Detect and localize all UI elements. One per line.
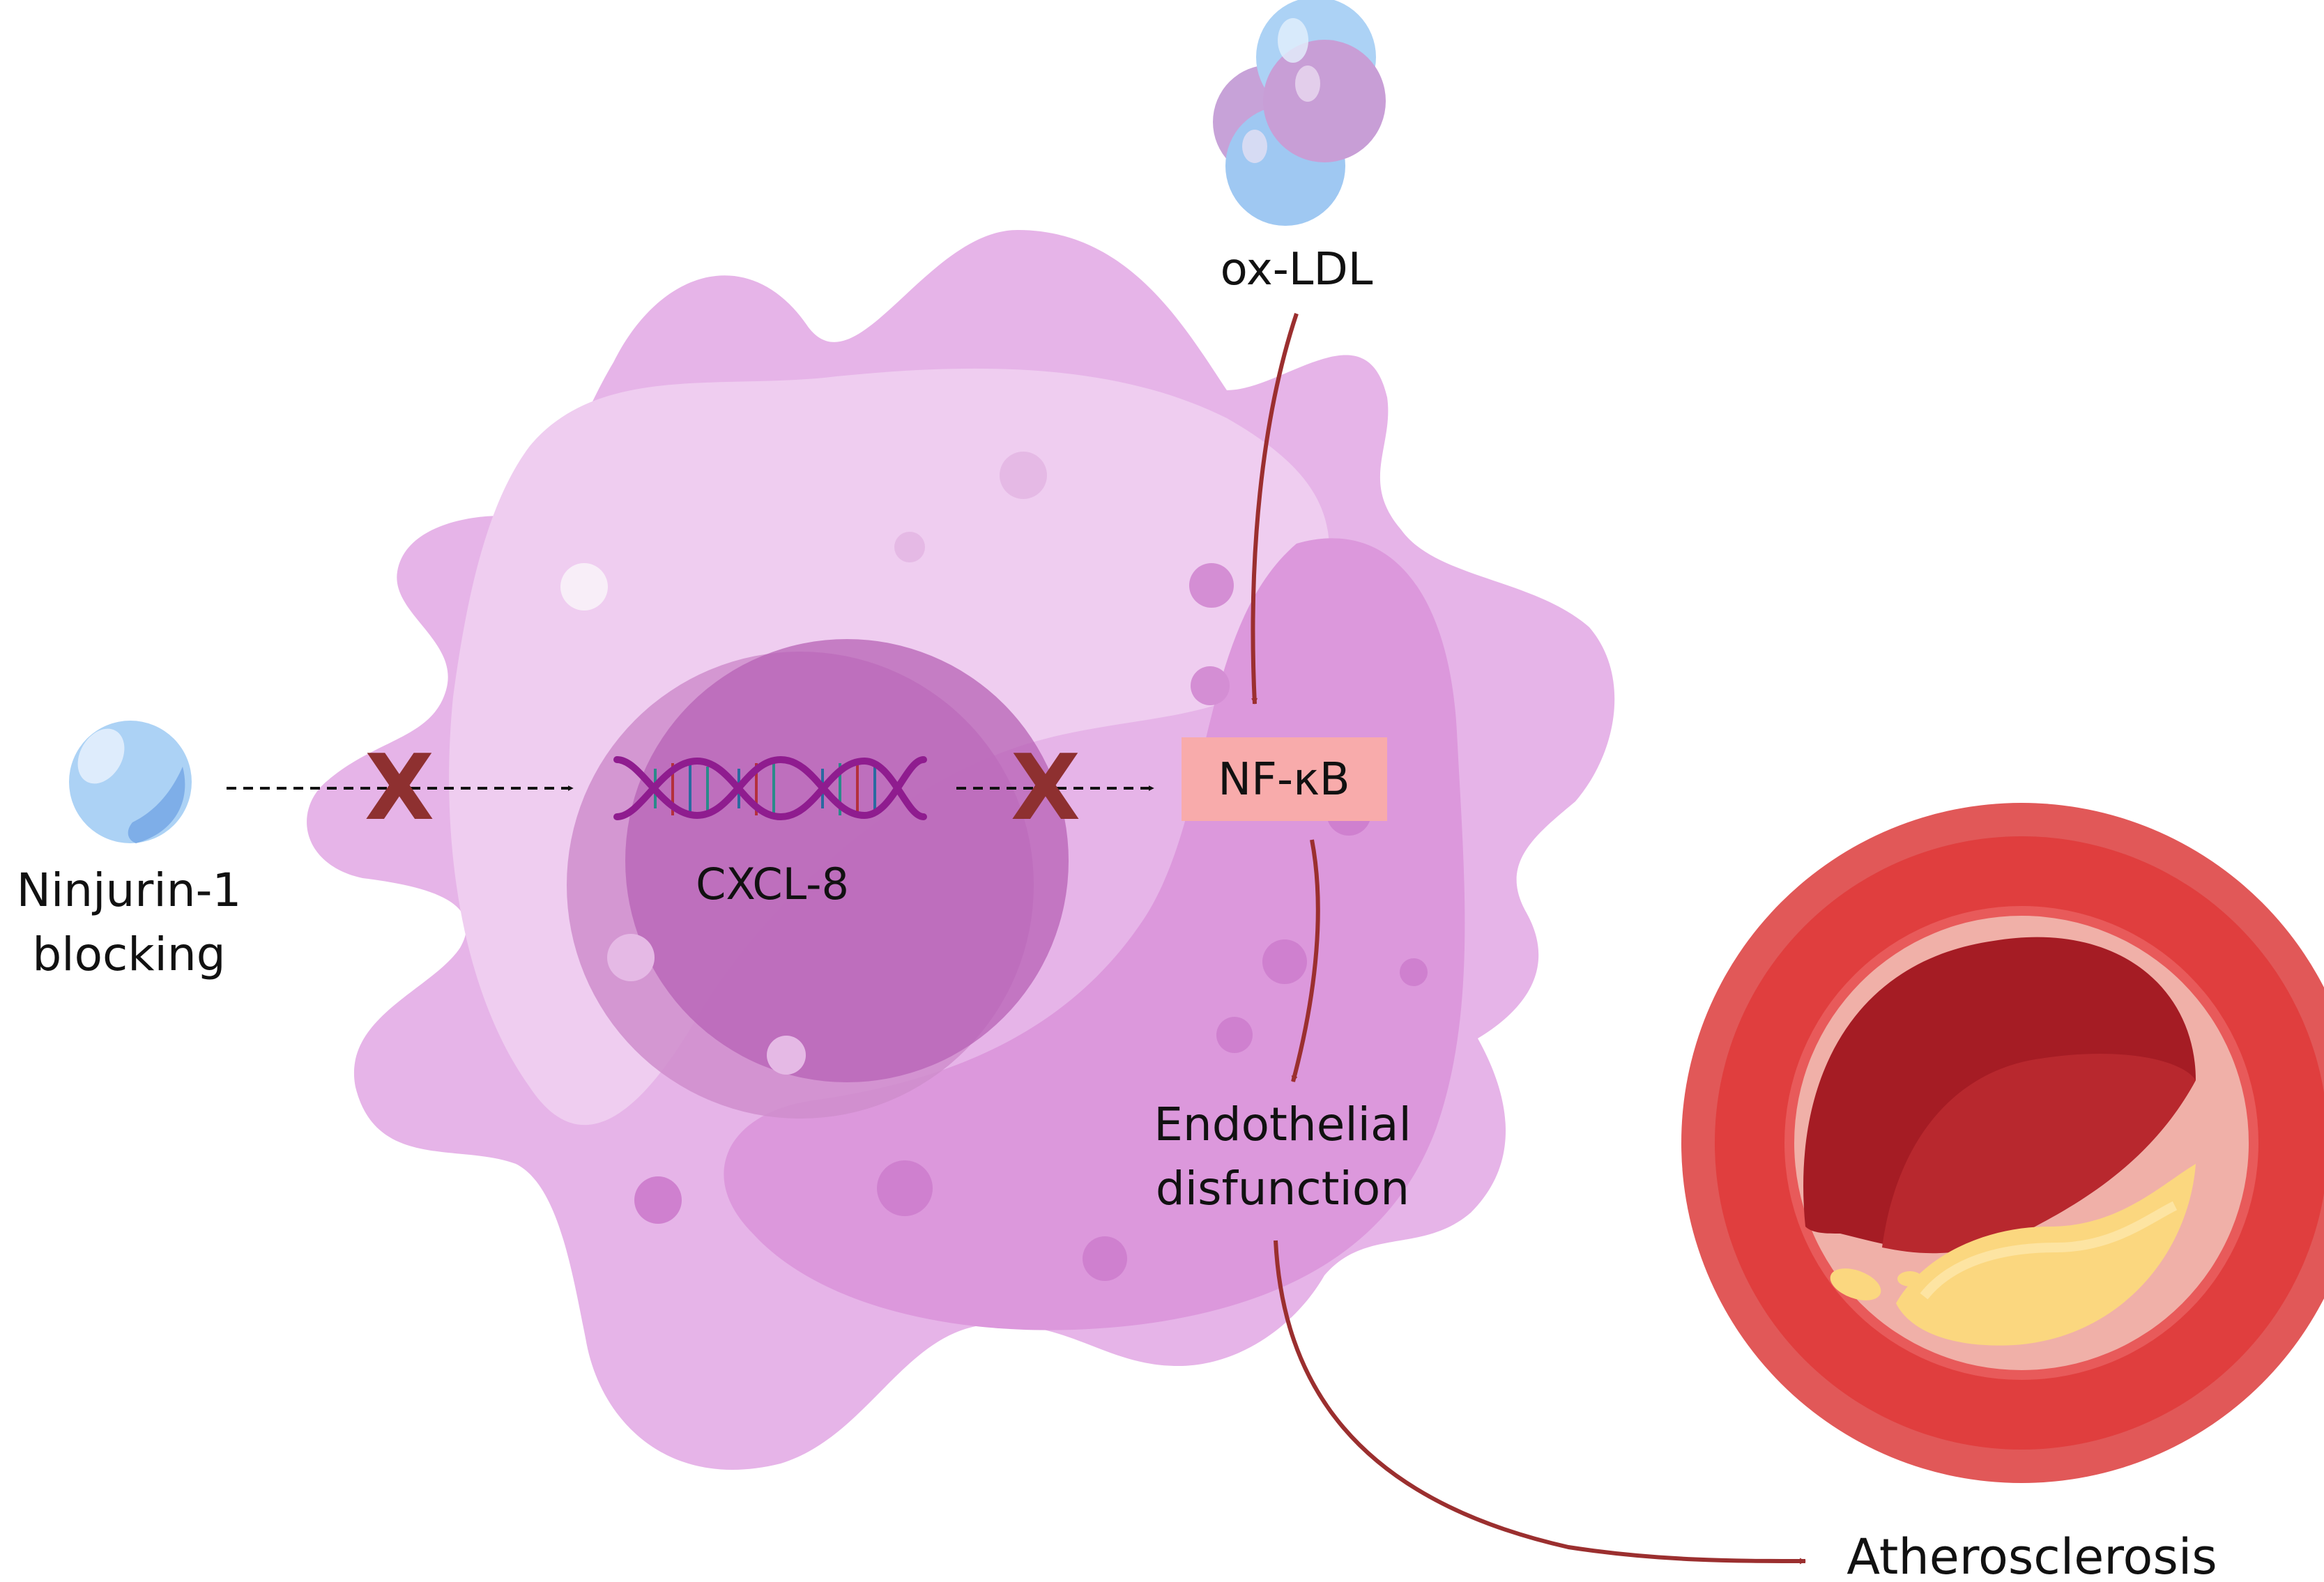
plaque — [1896, 1164, 2196, 1346]
granule — [1083, 1236, 1127, 1281]
granule — [767, 1036, 806, 1075]
ninjurin-label-line2: blocking — [32, 928, 225, 981]
atherosclerosis-label: Atherosclerosis — [1847, 1528, 2217, 1582]
arrow-oxldl-to-nfkb — [1251, 313, 1299, 705]
macrophage-cell — [307, 230, 1615, 1470]
granule — [634, 1176, 682, 1224]
granule — [1000, 452, 1047, 499]
lipoprotein-cluster-icon — [1213, 0, 1386, 226]
plaque-fragment — [1830, 1268, 1881, 1300]
dna-helix-icon — [613, 755, 927, 821]
blue-sphere-icon — [69, 721, 192, 843]
block-mark-1: X — [365, 735, 434, 840]
oxldl-label: ox-LDL — [1221, 244, 1373, 295]
nfkb-label: NF-κB — [1218, 754, 1350, 806]
granule — [1189, 563, 1234, 608]
granule — [894, 532, 925, 562]
cxcl8-label: CXCL-8 — [696, 859, 849, 909]
ninjurin-label-line1: Ninjurin-1 — [17, 863, 242, 917]
endothelial-label-line2: disfunction — [1156, 1162, 1409, 1215]
endothelial-label-line1: Endothelial — [1154, 1098, 1412, 1151]
block-mark-2: X — [1011, 735, 1080, 840]
nfkb-box — [1182, 737, 1387, 821]
cell-cytoplasm — [724, 538, 1465, 1330]
granule — [1191, 666, 1230, 705]
granule — [1400, 958, 1428, 986]
granule — [1262, 939, 1307, 984]
cell-nucleus-core — [625, 639, 1069, 1082]
granule — [560, 563, 608, 610]
granule — [1216, 1017, 1253, 1053]
granule — [607, 934, 655, 981]
arrow-endothelial-to-atherosclerosis — [1274, 1240, 1806, 1565]
arrow-nfkb-to-endothelial — [1291, 839, 1320, 1082]
plaque-fragment — [1897, 1271, 1922, 1287]
artery-cross-section-icon — [1681, 803, 2324, 1483]
granule — [877, 1160, 933, 1216]
